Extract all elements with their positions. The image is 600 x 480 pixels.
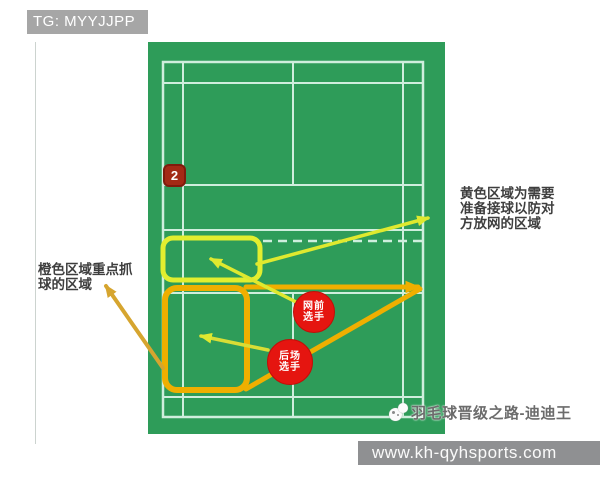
shuttlecock-icon <box>386 401 408 423</box>
tg-tag-bar: TG: MYYJJPP <box>27 10 148 34</box>
website-bar: www.kh-qyhsports.com <box>358 441 600 465</box>
website-url: www.kh-qyhsports.com <box>372 443 557 462</box>
backcourt-player-label-line2: 选手 <box>279 362 301 373</box>
left-note: 橙色区域重点抓 球的区域 <box>38 262 133 292</box>
arrow-back-player-to-orange-zone <box>198 332 270 352</box>
yellow-zone-box <box>160 235 263 283</box>
tg-tag-label: TG: MYYJJPP <box>33 13 136 30</box>
backcourt-player-marker: 后场 选手 <box>267 339 313 385</box>
arrow-to-left-note <box>104 284 165 370</box>
right-note-line3: 方放网的区域 <box>460 216 541 231</box>
photo-edge-line <box>35 42 36 444</box>
right-note-line2: 准备接球以防对 <box>460 201 555 216</box>
right-note-line1: 黄色区域为需要 <box>460 186 555 201</box>
left-note-line2: 球的区域 <box>38 277 92 292</box>
backcourt-player-label-line1: 后场 <box>279 351 301 362</box>
watermark: 羽毛球晋级之路-迪迪王 <box>386 401 572 423</box>
net-player-label-line1: 网前 <box>303 301 325 312</box>
arrow-net-player-to-yellow-zone <box>209 257 300 305</box>
arrow-to-right-note <box>255 215 431 266</box>
position-badge-label: 2 <box>170 168 179 183</box>
watermark-text: 羽毛球晋级之路-迪迪王 <box>411 404 572 422</box>
net-player-label-line2: 选手 <box>303 312 325 323</box>
net-player-marker: 网前 选手 <box>293 291 335 333</box>
right-note: 黄色区域为需要 准备接球以防对 方放网的区域 <box>460 186 555 231</box>
orange-zone-box <box>162 285 250 393</box>
left-note-line1: 橙色区域重点抓 <box>38 262 133 277</box>
position-badge: 2 <box>163 164 186 187</box>
annotation-arrows <box>104 215 431 370</box>
